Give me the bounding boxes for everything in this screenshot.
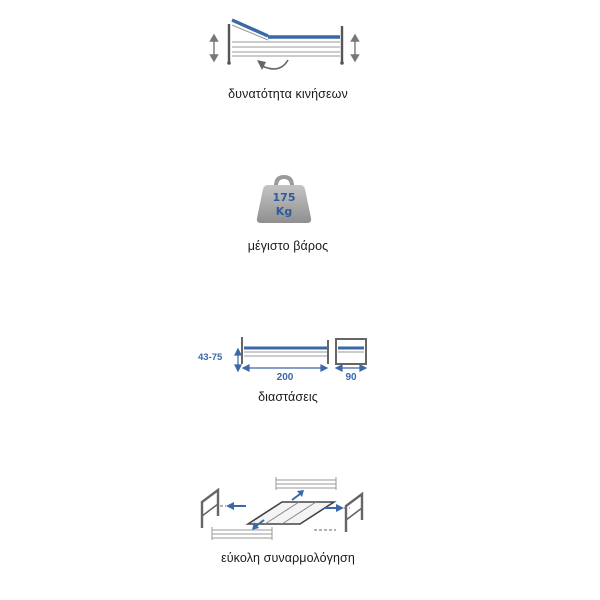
- adjustable-bed-movement-icon: [209, 18, 360, 70]
- bed-dimensions-icon: 43-75 200 90: [198, 337, 368, 383]
- caption-easy-assembly: εύκολη συναρμολόγηση: [221, 551, 355, 565]
- weight-unit: Kg: [276, 205, 292, 218]
- length-label: 200: [277, 372, 294, 383]
- caption-movement: δυνατότητα κινήσεων: [228, 87, 348, 101]
- feature-dimensions: 43-75 200 90 διαστάσεις: [0, 320, 600, 420]
- weight-icon: 175 Kg: [256, 174, 312, 223]
- caption-dimensions: διαστάσεις: [258, 390, 318, 404]
- feature-movement: δυνατότητα κινήσεων: [0, 0, 600, 140]
- feature-easy-assembly: εύκολη συναρμολόγηση: [0, 470, 600, 580]
- caption-max-weight: μέγιστο βάρος: [247, 239, 329, 253]
- feature-max-weight: 175 Kg μέγιστο βάρος: [0, 150, 600, 270]
- weight-value: 175: [273, 191, 296, 204]
- width-label: 90: [345, 372, 357, 383]
- height-label: 43-75: [198, 352, 223, 363]
- easy-assembly-icon: [200, 477, 364, 540]
